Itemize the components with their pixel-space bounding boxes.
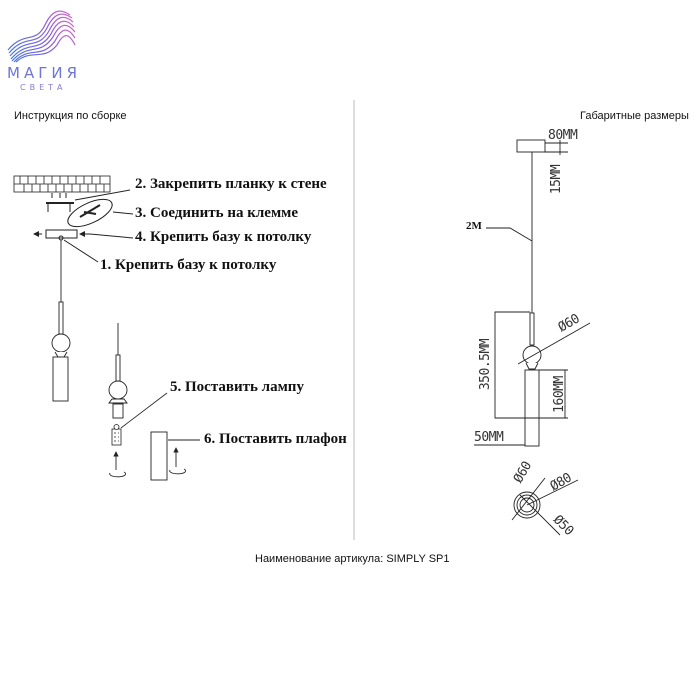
lamp-assembled-icon xyxy=(51,240,71,402)
logo-text-sub: СВЕТА xyxy=(20,83,67,92)
dim-cable: 2M xyxy=(466,220,482,232)
step-1: 1. Крепить базу к потолку xyxy=(100,257,277,273)
step-4: 4. Крепить базу к потолку xyxy=(135,229,312,245)
dimensions-title: Габаритные размеры xyxy=(580,110,689,122)
bulb-icon xyxy=(111,392,168,446)
dim-canopy-width: 80MM xyxy=(548,128,578,143)
rotate-arrow-icon-2 xyxy=(169,447,187,475)
lamp-holder-icon xyxy=(108,323,128,419)
dimension-drawing xyxy=(474,139,591,536)
article-caption: Наименование артикула: SIMPLY SP1 xyxy=(255,553,450,565)
shade-icon xyxy=(150,431,200,481)
dim-total-height: 350.5MM xyxy=(478,338,494,391)
logo-text-main: МАГИЯ xyxy=(7,64,81,82)
rotate-arrow-icon xyxy=(109,451,127,478)
mounting-bar-icon xyxy=(33,189,134,263)
step-2: 2. Закрепить планку к стене xyxy=(135,176,327,192)
wall-icon xyxy=(13,175,111,193)
dim-canopy-height: 15MM xyxy=(549,164,565,195)
step-6: 6. Поставить плафон xyxy=(204,431,347,447)
step-5: 5. Поставить лампу xyxy=(170,379,304,395)
dim-shade-height: 160MM xyxy=(551,376,567,413)
assembly-title: Инструкция по сборке xyxy=(14,110,127,122)
logo-waves-icon xyxy=(7,10,76,63)
dim-shade-width: 50MM xyxy=(474,430,504,445)
step-3: 3. Соединить на клемме xyxy=(135,205,299,221)
